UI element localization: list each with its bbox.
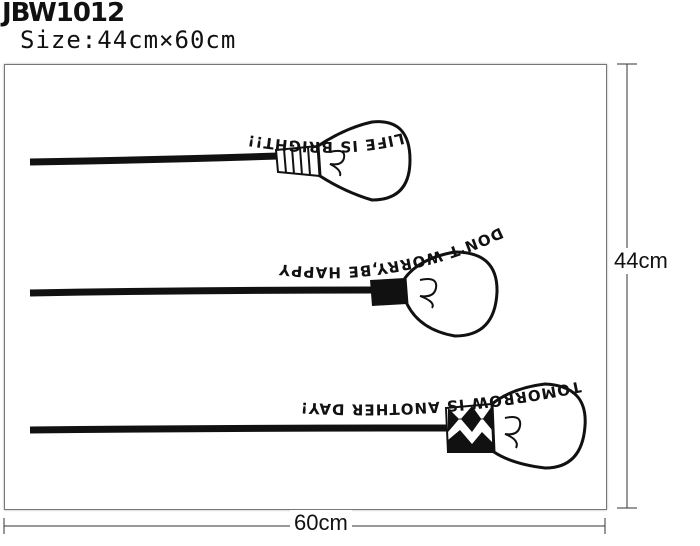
width-label: 60cm xyxy=(290,510,352,536)
bulb-1-glass xyxy=(316,120,412,202)
height-dimension-line xyxy=(617,63,637,509)
bulb-1-socket xyxy=(274,144,322,178)
bulb-3-socket xyxy=(444,402,496,453)
bulb-2 xyxy=(29,250,499,338)
product-code: JBW1012 xyxy=(2,0,125,28)
bulb-2-socket xyxy=(370,278,407,306)
bulb-2-glass xyxy=(403,250,499,338)
height-label: 44cm xyxy=(614,248,668,274)
bulb-3-glass xyxy=(490,382,587,470)
bulb-1 xyxy=(29,120,412,202)
bulb-3 xyxy=(29,382,587,470)
size-caption: Size:44cm×60cm xyxy=(20,26,237,54)
